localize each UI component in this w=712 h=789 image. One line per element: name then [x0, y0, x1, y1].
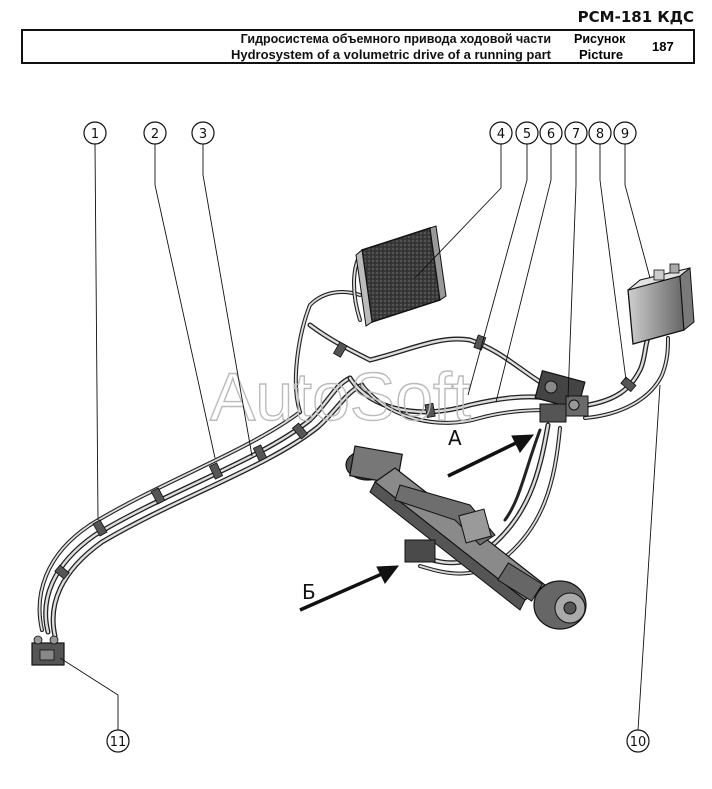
svg-text:2: 2 — [151, 127, 159, 142]
watermark: AutoSoft — [210, 359, 471, 435]
callout-7: 7 — [564, 121, 588, 145]
svg-text:7: 7 — [572, 127, 580, 142]
svg-text:6: 6 — [547, 127, 555, 142]
picture-number: 187 — [652, 39, 674, 54]
callouts: 1 2 3 4 5 6 7 8 — [83, 121, 650, 753]
svg-text:8: 8 — [596, 127, 604, 142]
callout-6: 6 — [539, 121, 563, 145]
svg-text:3: 3 — [199, 127, 207, 142]
picture-label-english: Picture — [579, 47, 624, 62]
hose-clamps — [54, 334, 637, 580]
svg-text:4: 4 — [497, 127, 505, 142]
view-label-b: Б — [302, 580, 316, 604]
title-block: Гидросистема объемного привода ходовой ч… — [21, 29, 695, 64]
callout-8: 8 — [588, 121, 612, 145]
svg-text:10: 10 — [630, 735, 647, 750]
oil-cooler — [355, 225, 447, 327]
view-arrows — [299, 434, 535, 612]
picture-label-russian: Рисунок — [574, 32, 626, 46]
callout-5: 5 — [515, 121, 539, 145]
callout-2: 2 — [143, 121, 167, 145]
callout-1: 1 — [83, 121, 107, 145]
title-russian: Гидросистема объемного привода ходовой ч… — [240, 32, 551, 46]
callout-11: 11 — [106, 729, 130, 753]
callout-10: 10 — [626, 729, 650, 753]
callout-9: 9 — [613, 121, 637, 145]
leader-lines — [59, 143, 661, 731]
svg-text:1: 1 — [91, 127, 99, 142]
svg-text:9: 9 — [621, 127, 629, 142]
document-code: РСМ-181 КДС — [577, 8, 694, 26]
svg-text:11: 11 — [110, 735, 127, 750]
callout-4: 4 — [489, 121, 513, 145]
view-label-a: А — [448, 426, 462, 450]
hydromotor — [31, 635, 65, 666]
hose-bundle — [37, 253, 670, 639]
callout-3: 3 — [191, 121, 215, 145]
title-english: Hydrosystem of a volumetric drive of a r… — [230, 47, 551, 62]
hydraulic-tank — [627, 263, 695, 345]
drive-axle — [345, 445, 587, 630]
svg-text:5: 5 — [523, 127, 531, 142]
pump-unit — [534, 370, 589, 423]
